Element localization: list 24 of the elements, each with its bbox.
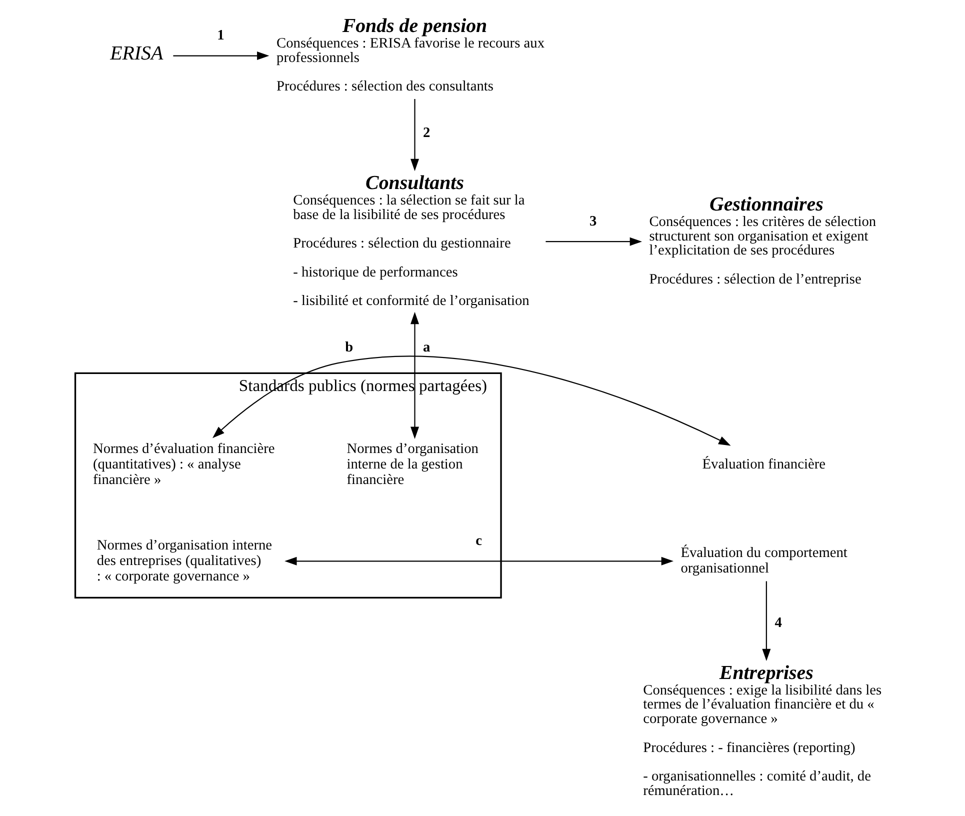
edge-label: 4 [774, 614, 782, 631]
node-text: Fonds de pension Conséquences : ERISA favorise le recours aux professionnels Procédures : sélection des consultants [276, 14, 545, 95]
edge-label: 3 [589, 213, 597, 230]
arrow [284, 556, 674, 566]
node-text: Évaluation financière [702, 456, 826, 473]
node-text: Normes d’évaluation financière (quantitatives) : « analyse financière » [92, 441, 275, 488]
arrow [212, 356, 731, 446]
arrow [410, 312, 420, 439]
node-text: Normes d’organisation interne de la gestion financière [346, 441, 479, 488]
arrow [410, 99, 420, 172]
node-text: Gestionnaires Conséquences : les critères de sélection structurent son organisation et exigent l’explicitation de ses procédures Procédures : sélection de l’entreprise [649, 193, 876, 288]
arrow [762, 581, 771, 662]
node-text: Normes d’organisation interne des entreprises (qualitatives) : « corporate governance » [96, 537, 272, 584]
edge-label: a [423, 339, 430, 356]
edge-label: 2 [423, 124, 430, 141]
node-text: Consultants Conséquences : la sélection se fait sur la base de la lisibilité de ses procédures Procédures : sélection du gestionnaire - historique de performances - lisibilité et conformité de l’organisation [293, 172, 530, 310]
node-text: ERISA [110, 42, 164, 65]
edge-label: c [476, 533, 482, 550]
arrow [546, 237, 642, 246]
edge-label: 1 [217, 28, 224, 44]
node-text: Entreprises Conséquences : exige la lisibilité dans les termes de l’évaluation financière et du « corporate governance » Procédures : - financières (reporting) - organisationnelles : comité d’audit, de rémunération… [643, 662, 882, 799]
arrow [173, 52, 270, 60]
node-text: Évaluation du comportement organisationnel [680, 545, 848, 577]
edge-label: b [345, 339, 354, 356]
